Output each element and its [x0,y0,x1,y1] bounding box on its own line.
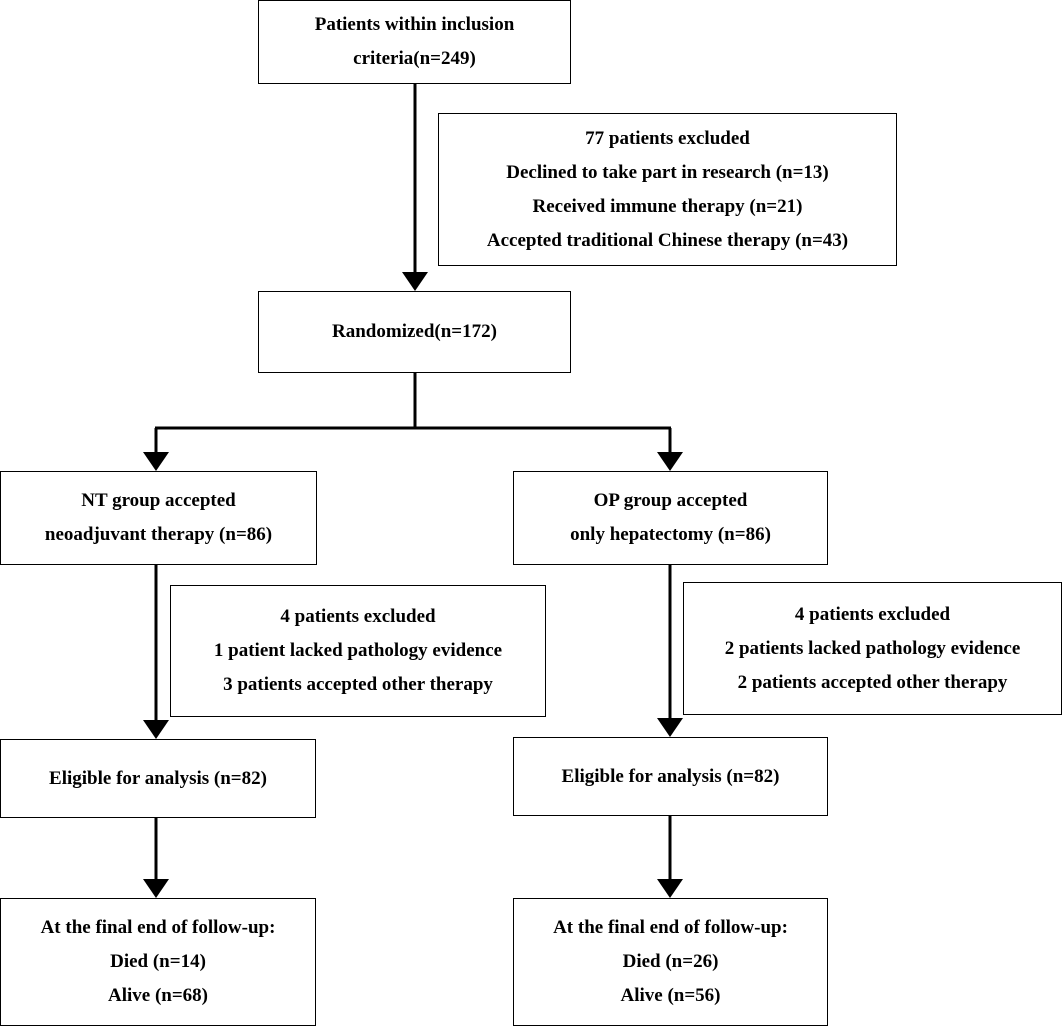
nt-exclusion-box: 4 patients excluded 1 patient lacked pat… [170,585,546,717]
randomized-box: Randomized(n=172) [258,291,571,373]
op-followup-alive: Alive (n=56) [620,985,721,1006]
arrowhead-randomized [402,272,428,291]
nt-exclusion-reason-1: 1 patient lacked pathology evidence [213,640,503,661]
exclusion-main-reason-1: Declined to take part in research (n=13) [506,161,829,183]
op-group-line2: only hepatectomy (n=86) [570,524,771,545]
nt-exclusion-title: 4 patients excluded [280,606,436,627]
nt-eligible-label: Eligible for analysis (n=82) [49,767,267,789]
exclusion-main-reason-3: Accepted traditional Chinese therapy (n=… [486,229,849,251]
op-exclusion-reason-1: 2 patients lacked pathology evidence [724,637,1021,659]
nt-followup-box: At the final end of follow-up: Died (n=1… [0,898,316,1026]
op-followup-box: At the final end of follow-up: Died (n=2… [513,898,828,1026]
op-exclusion-box: 4 patients excluded 2 patients lacked pa… [683,582,1062,715]
arrowhead-op-eligible [657,718,683,737]
op-group-line1: OP group accepted [593,490,748,511]
arrowhead-op-group [657,452,683,471]
exclusion-main-reason-2: Received immune therapy (n=21) [532,195,803,217]
nt-group-line2: neoadjuvant therapy (n=86) [44,524,273,545]
op-followup-died: Died (n=26) [622,951,719,972]
arrowhead-nt-group [143,452,169,471]
op-followup-title: At the final end of follow-up: [553,917,788,938]
exclusion-box-main: 77 patients excluded Declined to take pa… [438,113,897,266]
op-eligible-label: Eligible for analysis (n=82) [561,765,780,787]
nt-exclusion-reason-2: 3 patients accepted other therapy [223,674,493,695]
op-eligible-box: Eligible for analysis (n=82) [513,737,828,816]
nt-followup-alive: Alive (n=68) [107,985,208,1006]
randomized-label: Randomized(n=172) [332,321,497,342]
nt-group-box: NT group accepted neoadjuvant therapy (n… [0,471,317,565]
inclusion-line2: criteria(n=249) [353,48,476,69]
nt-followup-died: Died (n=14) [110,951,206,972]
op-exclusion-reason-2: 2 patients accepted other therapy [737,671,1008,693]
exclusion-main-title: 77 patients excluded [585,127,750,149]
nt-group-line1: NT group accepted [81,490,236,511]
arrowhead-op-followup [657,879,683,898]
nt-eligible-box: Eligible for analysis (n=82) [0,739,316,818]
arrowhead-nt-eligible [143,720,169,739]
arrowhead-nt-followup [143,879,169,898]
op-exclusion-title: 4 patients excluded [794,603,951,625]
inclusion-box: Patients within inclusion criteria(n=249… [258,0,571,84]
inclusion-line1: Patients within inclusion [314,14,515,35]
nt-followup-title: At the final end of follow-up: [40,917,276,938]
op-group-box: OP group accepted only hepatectomy (n=86… [513,471,828,565]
